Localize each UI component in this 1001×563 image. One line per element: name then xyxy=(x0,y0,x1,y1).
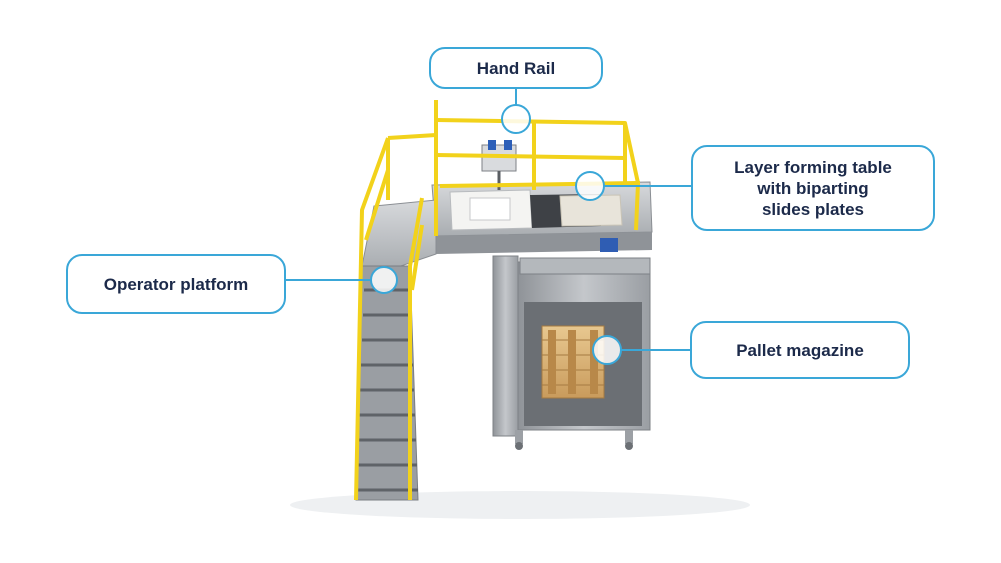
layer-forming-table xyxy=(449,189,623,252)
operator-platform xyxy=(361,199,437,269)
callout-leaders xyxy=(286,89,691,351)
layer-table-marker xyxy=(575,171,605,201)
staircase xyxy=(355,265,419,501)
callout-hand-rail: Hand Rail xyxy=(429,47,603,89)
hand-rail-marker xyxy=(501,104,531,134)
callout-layer-forming-table: Layer forming table with biparting slide… xyxy=(691,145,935,231)
operator-platform-marker xyxy=(370,266,398,294)
callout-label: Pallet magazine xyxy=(736,340,864,360)
callout-pallet-magazine: Pallet magazine xyxy=(690,321,910,379)
gripper-head xyxy=(481,140,517,190)
callout-operator-platform: Operator platform xyxy=(66,254,286,314)
callout-label: Layer forming table with biparting slide… xyxy=(734,157,892,219)
pallet-magazine-marker xyxy=(592,335,622,365)
callout-label: Operator platform xyxy=(103,274,249,294)
callout-markers xyxy=(370,104,622,365)
pallet-stack xyxy=(541,325,605,399)
callout-label: Hand Rail xyxy=(476,58,556,78)
